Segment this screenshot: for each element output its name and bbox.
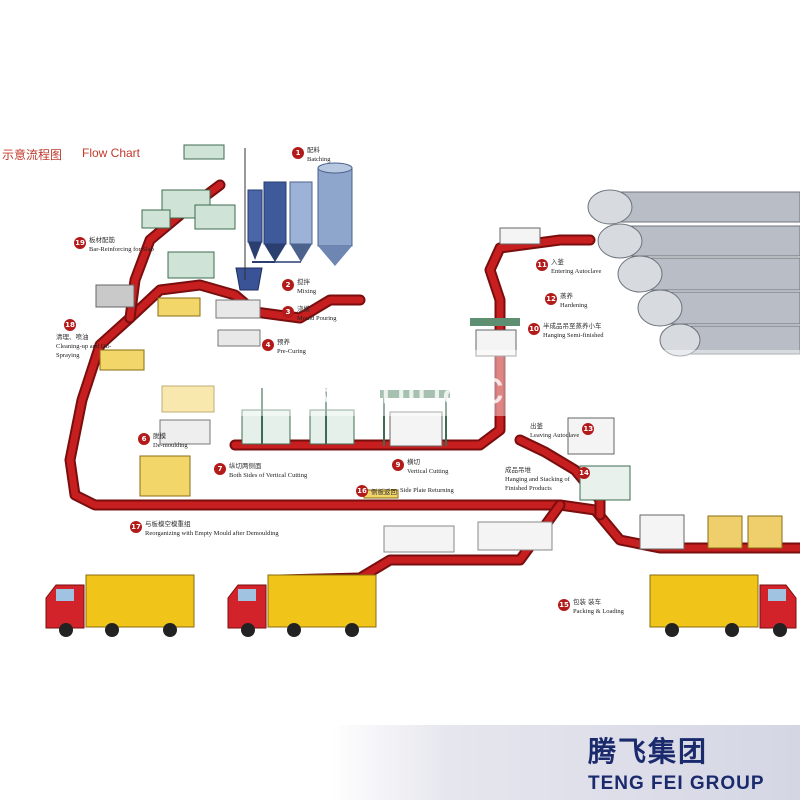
step-13-label: 13 出釜 Leaving Autoclave	[530, 422, 595, 440]
step-name-cn: 蒸养	[560, 292, 573, 300]
step-name-cn: 半成品吊至蒸养小车	[543, 322, 602, 330]
step-name-en: Reorganizing with Empty Mould after Demo…	[145, 530, 279, 537]
step-number: 18	[64, 319, 76, 331]
watermark-text: trade.china.cn	[240, 361, 529, 413]
step-number: 19	[74, 237, 86, 249]
step-9-label: 9 横切 Vertical Cutting	[392, 458, 448, 476]
step-name-en: Pre-Curing	[277, 348, 306, 355]
flow-chart-title-cn: 示意流程图	[2, 148, 63, 162]
reinforcing-stations	[141, 144, 236, 279]
step-number: 1	[292, 147, 304, 159]
step-name-en: De-moulding	[153, 442, 188, 449]
truck-3	[649, 574, 797, 637]
step-number: 6	[138, 433, 150, 445]
step-name-cn: 搅拌	[297, 278, 310, 286]
step-number: 7	[214, 463, 226, 475]
autoclaves	[587, 189, 800, 357]
truck-1	[45, 574, 195, 637]
step-10-label: 10 半成品吊至蒸养小车 Hanging Semi-finished	[528, 322, 603, 340]
brand-name-en: TENG FEI GROUP	[588, 773, 765, 794]
hanging-stations	[383, 227, 783, 553]
step-name-en: Side Plate Returning	[400, 487, 454, 494]
step-number: 12	[545, 293, 557, 305]
step-name-en: Hardening	[560, 302, 588, 309]
step-12-label: 12 蒸养 Hardening	[545, 292, 587, 310]
brand-name-cn: 腾飞集团	[588, 735, 709, 768]
step-14-label: 14 成品吊堆 Hanging and Stacking of Finished …	[505, 466, 590, 493]
truck-2	[227, 574, 377, 637]
step-number: 10	[528, 323, 540, 335]
step-2-label: 2 搅拌 Mixing	[282, 278, 316, 296]
step-name-cn: 横切	[407, 458, 420, 466]
step-number: 9	[392, 459, 404, 471]
step-number: 2	[282, 279, 294, 291]
step-number: 13	[582, 423, 595, 435]
step-name-cn: 与板模空模重组	[145, 520, 191, 528]
step-18-label: 18 清理、喷油 Cleaning-up and Oil-Spraying	[56, 318, 116, 360]
batching-silos	[235, 148, 353, 291]
step-19-label: 19 板材配筋 Bar-Reinforcing for Slab	[74, 236, 154, 254]
step-16-label: 16 侧板返回 Side Plate Returning	[356, 484, 454, 497]
step-3-label: 3 浇模 Mould Pouring	[282, 305, 337, 323]
step-number: 16	[356, 485, 368, 497]
step-name-en: Hanging and Stacking of Finished Product…	[505, 476, 570, 492]
step-number: 11	[536, 259, 548, 271]
flow-chart-title-en: Flow Chart	[82, 146, 141, 160]
step-name-en: Entering Autoclave	[551, 268, 602, 275]
step-name-cn: 脱模	[153, 432, 166, 440]
step-name-en: Both Sides of Vertical Cutting	[229, 472, 308, 479]
step-15-label: 15 包装 装车 Packing & Loading	[558, 598, 624, 616]
step-name-cn: 清理、喷油	[56, 333, 89, 341]
step-name-cn: 配料	[307, 146, 320, 154]
step-name-en: Packing & Loading	[573, 608, 624, 615]
step-name-en: Bar-Reinforcing for Slab	[89, 246, 154, 253]
step-number: 15	[558, 599, 570, 611]
step-17-label: 17 与板模空模重组 Reorganizing with Empty Mould …	[130, 520, 279, 538]
step-name-en: Batching	[307, 156, 331, 163]
step-name-cn: 浇模	[297, 305, 310, 313]
mould-carts	[95, 284, 399, 499]
step-6-label: 6 脱模 De-moulding	[138, 432, 188, 450]
step-name-en: Mixing	[297, 288, 317, 295]
step-name-cn: 侧板返回	[371, 487, 397, 496]
step-number: 3	[282, 306, 294, 318]
step-name-en: Leaving Autoclave	[530, 432, 580, 439]
step-name-en: Vertical Cutting	[407, 468, 449, 475]
step-name-en: Cleaning-up and Oil-Spraying	[56, 343, 112, 359]
step-1-label: 1 配料 Batching	[292, 146, 330, 164]
step-name-cn: 出釜	[530, 422, 543, 430]
step-name-cn: 成品吊堆	[505, 466, 531, 474]
step-4-label: 4 预养 Pre-Curing	[262, 338, 306, 356]
step-name-cn: 入釜	[551, 258, 564, 266]
step-number: 14	[578, 467, 590, 479]
step-number: 4	[262, 339, 274, 351]
step-7-label: 7 纵切两侧面 Both Sides of Vertical Cutting	[214, 462, 307, 480]
step-name-cn: 包装 装车	[573, 598, 602, 606]
cutting-machines	[241, 388, 450, 447]
step-name-en: Hanging Semi-finished	[543, 332, 604, 339]
step-name-cn: 纵切两侧面	[229, 462, 262, 470]
step-name-en: Mould Pouring	[297, 315, 337, 322]
step-name-cn: 板材配筋	[89, 236, 115, 244]
step-name-cn: 预养	[277, 338, 290, 346]
watermark-band	[150, 350, 800, 416]
brand-banner	[330, 725, 800, 800]
step-11-label: 11 入釜 Entering Autoclave	[536, 258, 601, 276]
step-number: 17	[130, 521, 142, 533]
